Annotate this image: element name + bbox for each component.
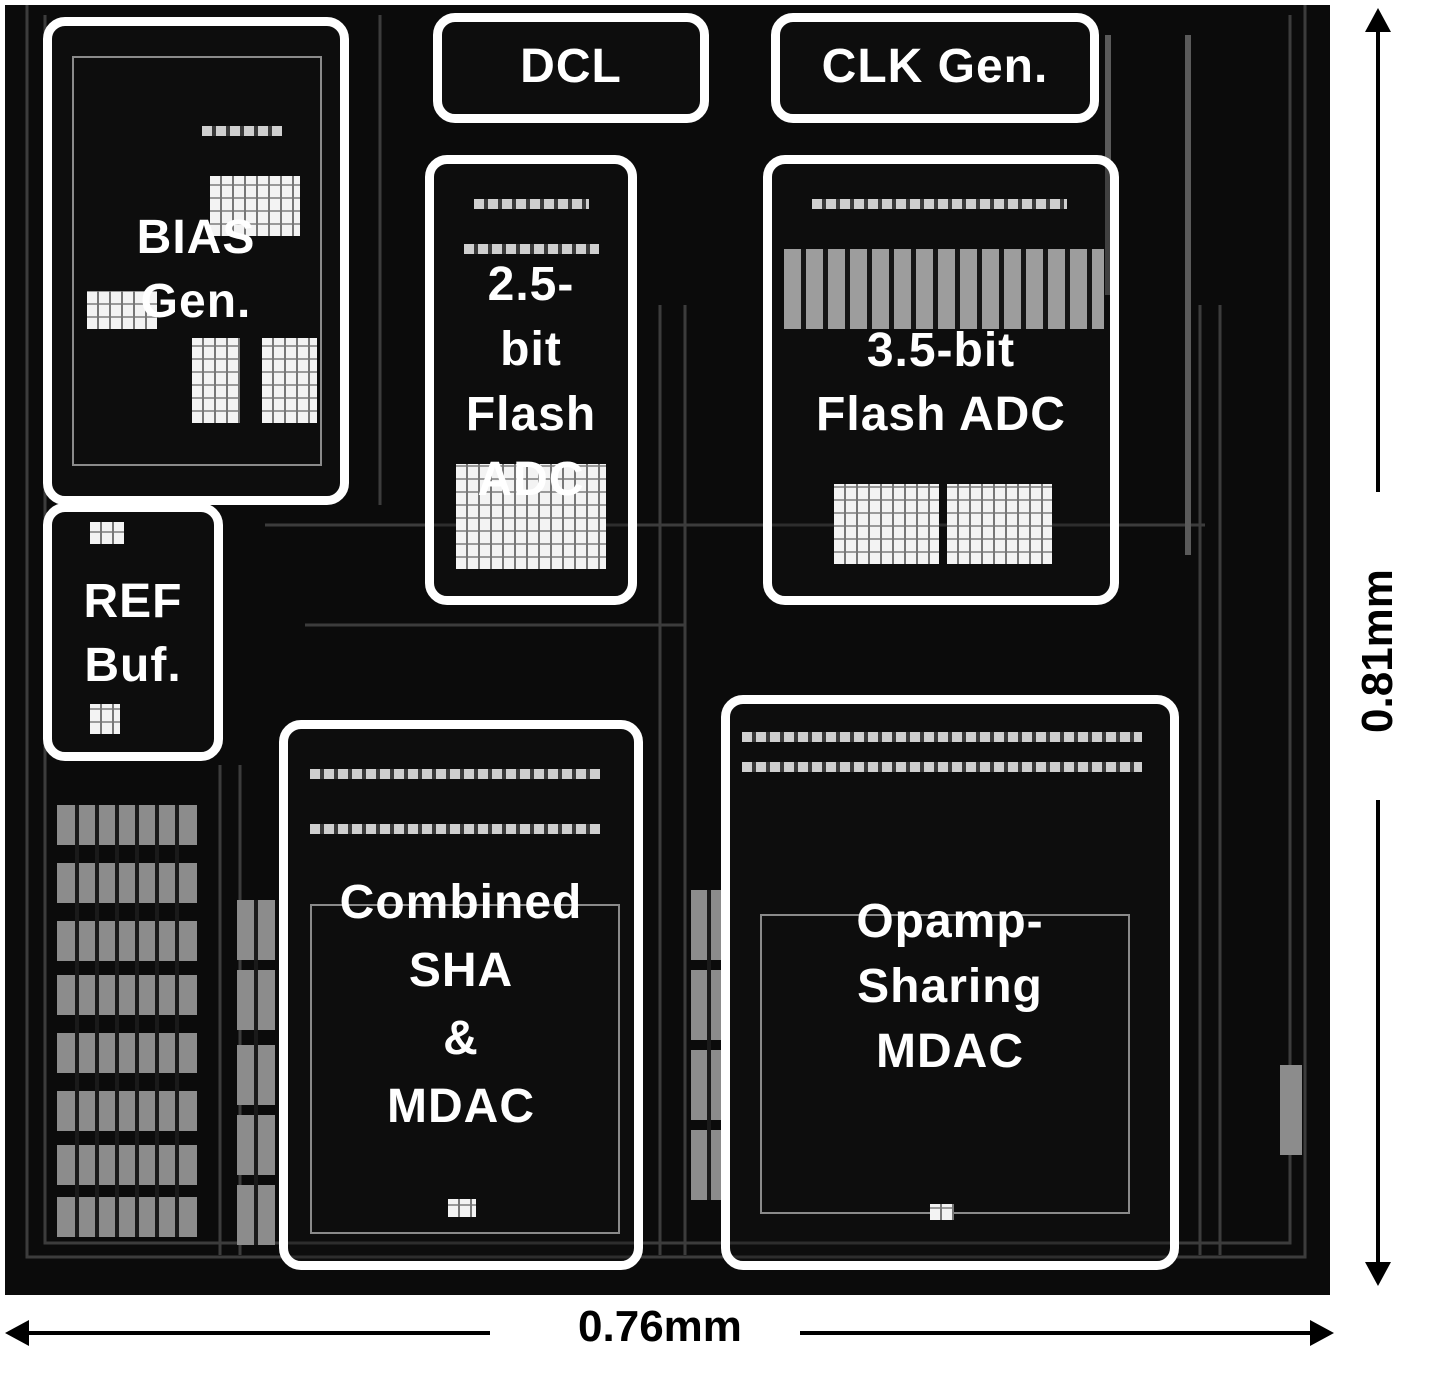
clk-gen-label: CLK Gen. bbox=[821, 40, 1049, 93]
bias-gen-block: BIAS Gen. bbox=[43, 17, 349, 505]
height-dimension-line bbox=[1376, 800, 1380, 1264]
sha-bias-cell bbox=[448, 1199, 476, 1217]
height-arrow-down-icon bbox=[1365, 1262, 1391, 1286]
flash35-capacitor-array bbox=[834, 484, 939, 564]
chip-die-photo: BIAS Gen. DCL CLK Gen. 2.5- bit Flash AD… bbox=[5, 5, 1330, 1295]
combined-sha-mdac-block: Combined SHA & MDAC bbox=[279, 720, 643, 1270]
clk-gen-block: CLK Gen. bbox=[771, 13, 1099, 123]
bias-circuit-array bbox=[87, 291, 157, 329]
ref-buf-cap bbox=[90, 522, 124, 544]
width-dimension-line bbox=[800, 1331, 1312, 1335]
width-arrow-right-icon bbox=[1310, 1320, 1334, 1346]
dcl-label: DCL bbox=[520, 40, 622, 93]
flash-adc-3-5-bit-block: 3.5-bit Flash ADC bbox=[763, 155, 1119, 605]
sha-core-outline bbox=[310, 904, 620, 1234]
mdac-switch-row bbox=[742, 762, 1142, 772]
flash35-comparator-bank bbox=[784, 249, 1104, 329]
height-dimension-label: 0.81mm bbox=[1353, 569, 1402, 733]
flash25-capacitor-array bbox=[456, 464, 606, 569]
bias-gen-label: BIAS Gen. bbox=[136, 211, 256, 328]
flash-adc-2-5-bit-label: 2.5- bit Flash ADC bbox=[465, 258, 597, 506]
opamp-sharing-mdac-block: Opamp- Sharing MDAC bbox=[721, 695, 1179, 1270]
combined-sha-mdac-label: Combined SHA & MDAC bbox=[339, 876, 583, 1133]
sha-switch-row bbox=[310, 769, 600, 779]
ref-buf-cap bbox=[90, 704, 120, 734]
opamp-sharing-mdac-label: Opamp- Sharing MDAC bbox=[856, 895, 1044, 1078]
flash-adc-3-5-bit-label: 3.5-bit Flash ADC bbox=[816, 324, 1066, 441]
flash35-capacitor-array bbox=[947, 484, 1052, 564]
sha-switch-row bbox=[310, 824, 600, 834]
ref-buf-label: REF Buf. bbox=[83, 575, 183, 692]
mdac-bias-cell bbox=[930, 1204, 954, 1220]
bias-circuit-row bbox=[202, 126, 282, 136]
bias-circuit-outline bbox=[72, 56, 322, 466]
width-dimension-label: 0.76mm bbox=[578, 1302, 742, 1351]
bias-circuit-array bbox=[210, 176, 300, 236]
width-dimension-line bbox=[25, 1331, 490, 1335]
flash35-comparator-row bbox=[812, 199, 1067, 209]
flash25-comparator-row bbox=[464, 244, 599, 254]
dcl-block: DCL bbox=[433, 13, 709, 123]
flash25-comparator-row bbox=[474, 199, 589, 209]
ref-buf-block: REF Buf. bbox=[43, 503, 223, 761]
flash-adc-2-5-bit-block: 2.5- bit Flash ADC bbox=[425, 155, 637, 605]
height-arrow-up-icon bbox=[1365, 8, 1391, 32]
mdac-switch-row bbox=[742, 732, 1142, 742]
bias-resistor-array bbox=[192, 338, 240, 423]
height-dimension-line bbox=[1376, 30, 1380, 492]
bias-resistor-array bbox=[262, 338, 317, 423]
